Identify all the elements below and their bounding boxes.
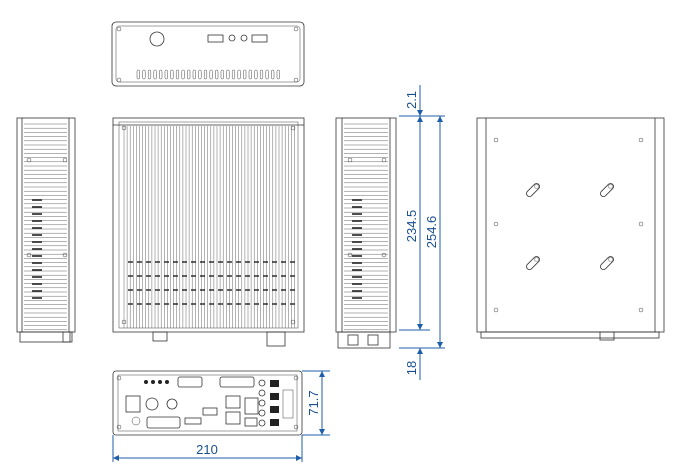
optical-port — [244, 417, 258, 427]
vent-slot — [265, 69, 269, 80]
audio-jacks — [258, 379, 266, 427]
com-port — [177, 376, 203, 388]
audio-jack-front-2 — [240, 34, 248, 42]
vent-slot — [231, 69, 236, 80]
right-side-fins — [344, 123, 388, 331]
ps2-port — [166, 398, 178, 410]
lpt-port — [219, 376, 255, 388]
led-indicators — [144, 380, 169, 384]
vent-slot — [170, 69, 174, 80]
vent-slot — [226, 69, 230, 80]
dim-top-gap-label: 2.1 — [404, 91, 419, 109]
vesa-keyhole-bottom-right — [600, 256, 614, 270]
vent-slot — [136, 69, 140, 80]
vent-slot — [203, 69, 208, 80]
usb-stack-2 — [244, 397, 259, 415]
heatsink-fins — [123, 126, 295, 328]
left-side-view — [16, 117, 76, 343]
dc-jack — [145, 397, 159, 411]
usb-column — [270, 380, 279, 426]
usb-port-front-2 — [251, 34, 268, 43]
lan-port-1 — [225, 395, 241, 409]
lan-port-2 — [225, 411, 241, 425]
vent-slot — [175, 69, 180, 80]
vesa-keyhole-bottom-left — [526, 256, 540, 270]
vent-slot — [181, 69, 185, 80]
vent-slot — [142, 69, 146, 80]
dim-body-height-label: 234.5 — [404, 210, 419, 243]
vent-slot — [254, 69, 258, 80]
vent-slot — [187, 69, 191, 80]
vent-slot — [243, 69, 247, 80]
usb-port-front-1 — [207, 34, 224, 43]
front-vent-slots — [136, 69, 280, 80]
vent-slot — [237, 69, 241, 80]
usb-stack-1 — [125, 395, 141, 413]
vent-slot — [259, 69, 264, 80]
vent-slot — [271, 69, 275, 80]
dimension-annotations: 2.1 234.5 254.6 18 71.7 210 — [112, 85, 445, 462]
power-button-icon — [149, 31, 165, 47]
vent-slot — [198, 69, 202, 80]
vent-slot — [147, 69, 152, 80]
vent-slot — [164, 69, 168, 80]
audio-jack-front-1 — [228, 34, 236, 42]
usb-port-rear — [202, 407, 218, 416]
main-heatsink-view — [112, 117, 305, 347]
front-panel-view — [111, 21, 305, 87]
vent-slot — [153, 69, 157, 80]
vent-slot — [159, 69, 163, 80]
vent-slot — [220, 69, 224, 80]
vesa-keyhole-top-right — [600, 183, 614, 197]
dim-rear-width-label: 210 — [196, 442, 218, 457]
vesa-keyhole-top-left — [526, 183, 540, 197]
back-mounting-view — [476, 117, 665, 341]
dvi-port — [146, 416, 181, 429]
dim-rear-height-label: 71.7 — [306, 390, 321, 415]
rear-io-view — [112, 370, 303, 436]
dim-foot-height-label: 18 — [404, 361, 419, 375]
vent-slot — [276, 69, 280, 80]
vent-slot — [215, 69, 219, 80]
vent-slot — [209, 69, 213, 80]
right-side-view — [335, 117, 397, 349]
dim-total-height-label: 254.6 — [424, 216, 439, 249]
vent-slot — [248, 69, 252, 80]
hdmi-port — [184, 417, 202, 425]
left-side-fins — [24, 123, 67, 331]
vent-slot — [192, 69, 196, 80]
